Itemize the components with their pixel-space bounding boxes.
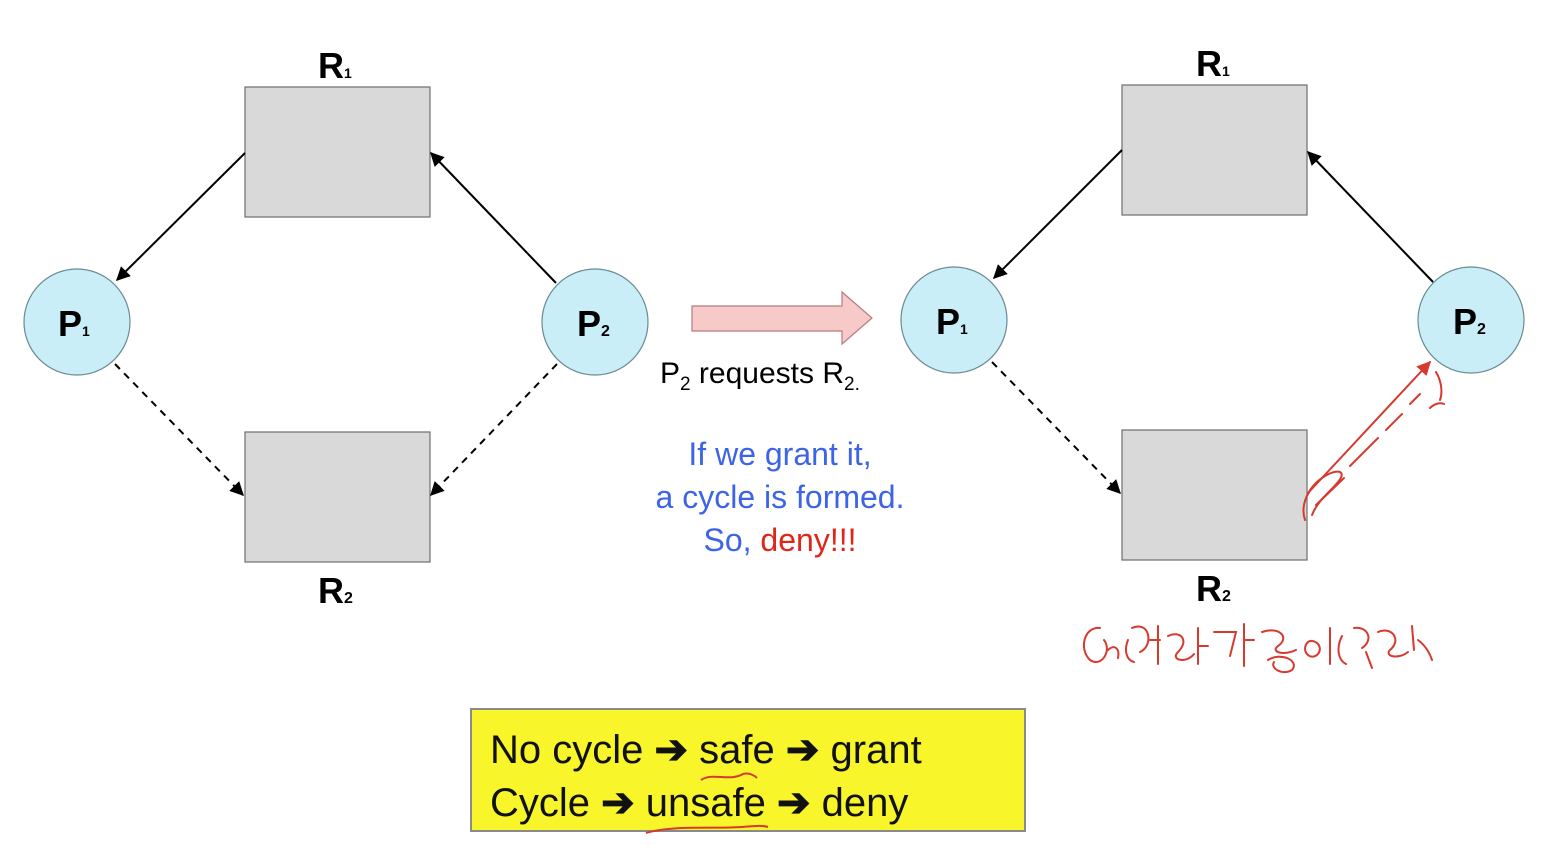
left-process-p2	[541, 268, 649, 376]
right-p2-label: P2	[1453, 301, 1486, 342]
explanation-so: So,	[703, 522, 761, 558]
safe-label: safe	[699, 728, 775, 781]
right-edge-r1-to-p1	[993, 149, 1123, 279]
arrow-icon: ➔	[601, 781, 635, 825]
left-resource-r2	[244, 431, 431, 563]
left-edge-p2-to-r1	[430, 151, 557, 284]
summary-row-2: Cycle ➔ unsafe ➔ deny	[490, 777, 1024, 834]
left-r1-label: R1	[318, 45, 352, 86]
left-graph: R1 R2 P1 P2	[23, 45, 649, 611]
underline-icon	[700, 772, 758, 781]
deny-word: deny	[760, 522, 830, 558]
arrow-icon: ➔	[785, 728, 820, 772]
left-edge-p2-claim-r2	[430, 363, 558, 497]
grant-label: grant	[830, 728, 922, 772]
arrow-icon: ➔	[654, 728, 689, 772]
deny-label: deny	[821, 781, 909, 825]
right-edge-p1-claim-r2	[991, 361, 1121, 495]
left-p2-label: P2	[577, 303, 610, 344]
right-edge-p2-to-r1	[1307, 150, 1434, 283]
unsafe-label: unsafe	[645, 781, 769, 834]
deny-exclaim: !!!	[829, 522, 857, 558]
explanation-line-3: So, deny!!!	[600, 519, 960, 562]
left-edge-r1-to-p1	[116, 152, 246, 281]
explanation-line-1: If we grant it,	[688, 436, 872, 472]
summary-row-1: No cycle ➔ safe ➔ grant	[490, 724, 1024, 781]
underline-icon	[645, 824, 769, 834]
right-resource-r1	[1121, 84, 1308, 216]
arrow-icon: ➔	[777, 781, 811, 825]
right-r2-label: R2	[1196, 568, 1231, 609]
right-resource-r2	[1121, 429, 1308, 561]
left-p1-label: P1	[58, 303, 90, 344]
right-process-p1	[900, 266, 1008, 374]
right-graph: R1 R2 P1 P2	[900, 43, 1525, 609]
transition-arrow	[691, 290, 873, 346]
request-caption: P2 requests R2.	[660, 357, 860, 395]
left-process-p1	[23, 268, 131, 376]
handwritten-note-signature	[1082, 623, 1433, 674]
left-r2-label: R2	[318, 570, 353, 611]
left-resource-r1	[244, 86, 431, 218]
no-cycle-label: No cycle	[490, 728, 644, 772]
handwritten-arrow	[1302, 360, 1445, 521]
right-r1-label: R1	[1196, 43, 1230, 84]
explanation-line-2: a cycle is formed.	[655, 479, 905, 515]
right-p1-label: P1	[936, 301, 968, 342]
right-process-p2	[1417, 266, 1525, 374]
summary-note: No cycle ➔ safe ➔ grant Cycle ➔ unsafe ➔…	[470, 708, 1026, 834]
cycle-label: Cycle	[490, 781, 591, 825]
left-edge-p1-claim-r2	[114, 363, 244, 497]
